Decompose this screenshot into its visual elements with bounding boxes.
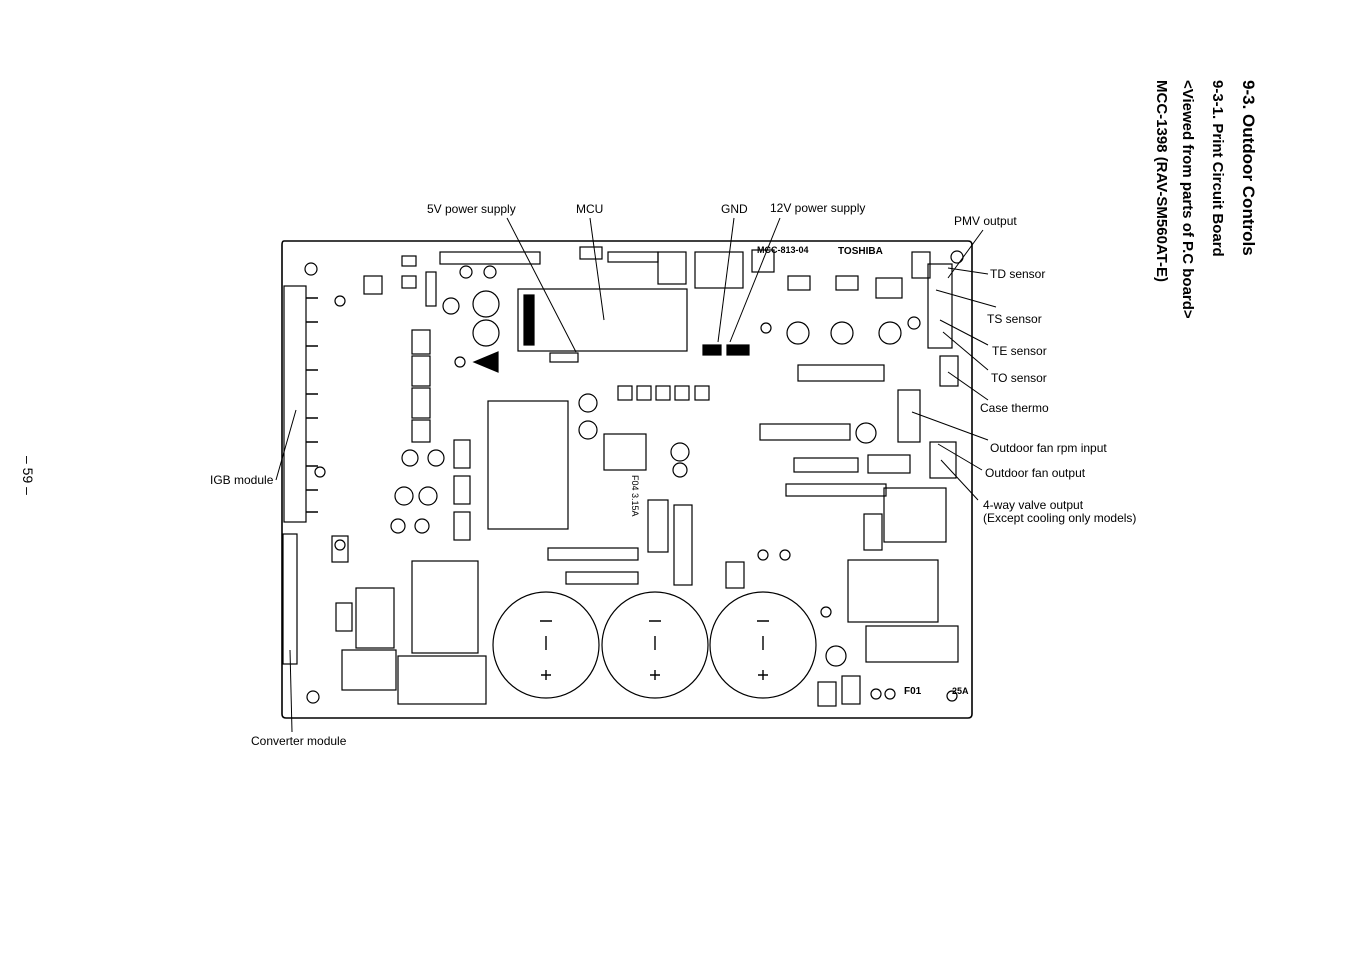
leader-5v xyxy=(506,217,577,353)
leader-rpm xyxy=(911,411,989,441)
callout-12v-power: 12V power supply xyxy=(770,201,866,215)
callout-valve-note: (Except cooling only models) xyxy=(983,511,1137,525)
leader-pmv xyxy=(947,229,984,279)
transformer-block xyxy=(487,400,569,530)
capacitor-3 xyxy=(709,591,817,699)
callout-converter-module: Converter module xyxy=(251,734,347,748)
leader-to xyxy=(942,331,989,371)
leader-conv xyxy=(289,649,293,733)
capacitor-1 xyxy=(492,591,600,699)
capacitor-2 xyxy=(601,591,709,699)
mount-hole-bl xyxy=(306,690,320,704)
fuse-marking-2: F01 xyxy=(904,686,922,697)
leader-gnd xyxy=(717,217,735,343)
mcu-chip xyxy=(517,288,688,352)
leader-12v xyxy=(729,217,781,343)
fuse-marking-1: F04 3.15A xyxy=(630,475,640,517)
callout-pmv-output: PMV output xyxy=(954,214,1017,228)
callout-5v-power: 5V power supply xyxy=(427,202,516,216)
fuse-rating: 25A xyxy=(952,686,969,696)
callout-fan-rpm-input: Outdoor fan rpm input xyxy=(990,441,1107,455)
leader-td xyxy=(947,267,989,275)
board-brand-marking: TOSHIBA xyxy=(838,246,883,257)
leader-fan xyxy=(937,443,983,471)
callout-td-sensor: TD sensor xyxy=(990,267,1046,281)
board-outline xyxy=(281,240,973,719)
callout-case-thermo: Case thermo xyxy=(980,401,1049,415)
mount-hole-tr xyxy=(950,250,964,264)
leader-valve xyxy=(940,459,979,501)
callout-valve-output: 4-way valve output xyxy=(983,498,1084,512)
callout-ts-sensor: TS sensor xyxy=(987,312,1042,326)
callout-gnd: GND xyxy=(721,202,748,216)
board-model-marking: MCC-813-04 xyxy=(757,245,809,255)
leader-case xyxy=(947,371,989,401)
callout-to-sensor: TO sensor xyxy=(991,371,1047,385)
callout-mcu: MCU xyxy=(576,202,604,216)
leader-ts xyxy=(935,289,997,308)
igb-connector xyxy=(283,285,307,523)
callout-te-sensor: TE sensor xyxy=(992,344,1047,358)
reactor-block xyxy=(411,560,479,654)
callout-fan-output: Outdoor fan output xyxy=(985,466,1086,480)
mount-hole-tl xyxy=(304,262,318,276)
leader-igb xyxy=(275,409,297,481)
leader-te xyxy=(939,319,989,346)
leader-mcu xyxy=(589,217,605,321)
converter-connector xyxy=(282,533,298,665)
callout-igb-module: IGB module xyxy=(210,473,274,487)
